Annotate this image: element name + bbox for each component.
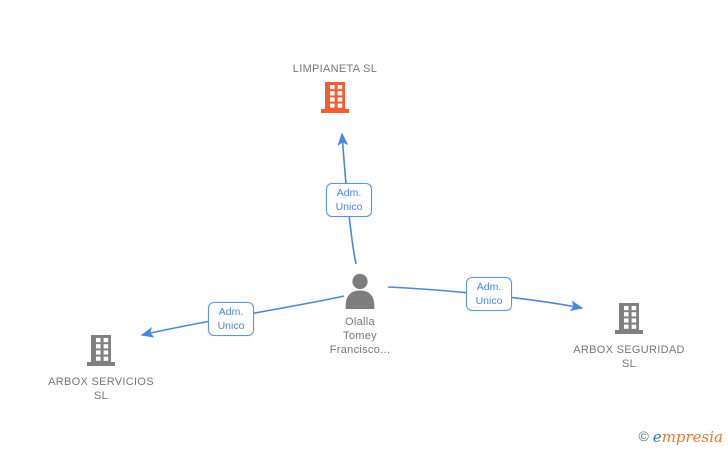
node-company-limpianeta[interactable]: LIMPIANETA SL xyxy=(255,62,415,118)
person-name: Olalla Tomey Francisco... xyxy=(300,315,420,357)
brand-text-rest: mpresia xyxy=(661,428,723,446)
node-company-arbox-servicios[interactable]: ARBOX SERVICIOS SL xyxy=(40,335,162,403)
person-name-line: Olalla xyxy=(345,316,375,328)
person-name-line: Francisco... xyxy=(329,344,391,356)
building-icon xyxy=(614,303,644,339)
building-icon xyxy=(86,335,116,371)
person-icon xyxy=(343,273,377,313)
person-name-line: Tomey xyxy=(343,330,377,342)
edge-label-adm-unico-top[interactable]: Adm. Unico xyxy=(326,183,372,217)
edge-label-adm-unico-left[interactable]: Adm. Unico xyxy=(208,302,254,336)
company-label: LIMPIANETA SL xyxy=(292,63,378,75)
company-label: ARBOX SERVICIOS SL xyxy=(48,376,154,402)
brand-text-first: e xyxy=(652,428,662,446)
edge-label-adm-unico-right[interactable]: Adm. Unico xyxy=(466,277,512,311)
company-label: ARBOX SEGURIDAD SL xyxy=(573,344,685,370)
copyright-icon: © xyxy=(638,428,649,444)
node-person-olalla-tomey[interactable]: Olalla Tomey Francisco... xyxy=(300,273,420,357)
building-icon xyxy=(320,82,350,118)
empresia-logo[interactable]: ©empresia xyxy=(638,428,723,446)
node-company-arbox-seguridad[interactable]: ARBOX SEGURIDAD SL xyxy=(566,303,692,371)
